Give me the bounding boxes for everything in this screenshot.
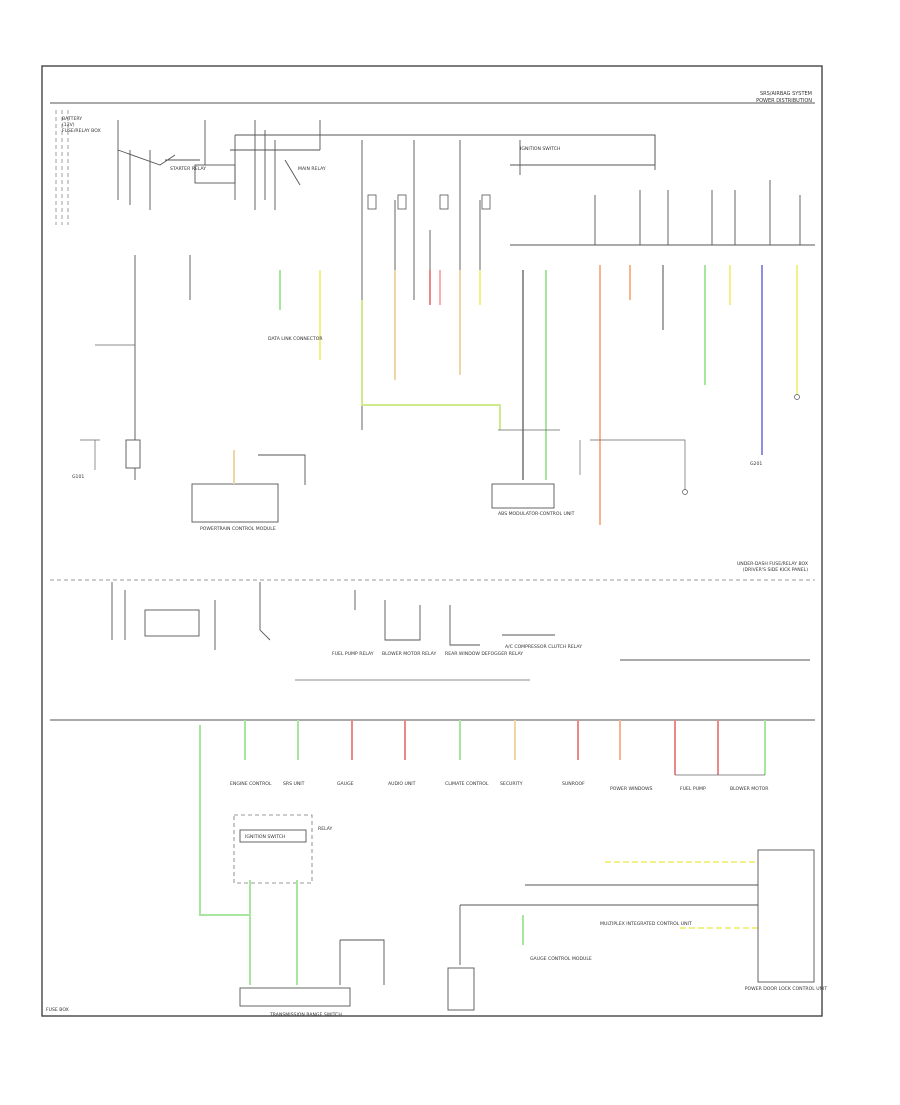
label-gauge: GAUGE [337, 781, 354, 787]
left-ground-label: G101 [72, 474, 84, 480]
relay-box-left [144, 609, 200, 637]
middle-relays: FUEL PUMP RELAY BLOWER MOTOR RELAY REAR … [111, 582, 810, 661]
abs-module: ABS MODULATOR-CONTROL UNIT [491, 429, 575, 517]
battery-voltage: (12V) [62, 122, 75, 128]
center-colored-wires [279, 270, 547, 480]
pcm-label: POWERTRAIN CONTROL MODULE [200, 526, 276, 532]
battery-label: BATTERY [62, 116, 82, 122]
battery-block: BATTERY (12V) FUSE/RELAY BOX [55, 110, 101, 225]
pcm-box [191, 483, 279, 523]
abs-box [491, 483, 555, 509]
title-line-2: POWER DISTRIBUTION [756, 98, 812, 104]
label-audio: AUDIO UNIT [388, 781, 416, 787]
label-security: SECURITY [500, 781, 523, 787]
label-fuel-pump: FUEL PUMP [680, 786, 706, 792]
left-column: G101 [72, 255, 191, 480]
right-ground-label: G201 [750, 461, 762, 467]
starter-relay-label: STARTER RELAY [170, 166, 206, 172]
ignition-relay-box [233, 814, 313, 884]
small-right-box [447, 967, 475, 1011]
label-climate: CLIMATE CONTROL [445, 781, 489, 787]
battery-fusebox: FUSE/RELAY BOX [62, 128, 101, 134]
title-line-1: SRS/AIRBAG SYSTEM [760, 91, 812, 97]
main-relay-label: MAIN RELAY [298, 166, 326, 172]
lower-fuse-row [50, 679, 815, 721]
pdl-control-unit [757, 849, 815, 983]
left-relay [125, 439, 141, 469]
label-blower: BLOWER MOTOR [730, 786, 769, 792]
dlc-label: DATA LINK CONNECTOR [268, 336, 323, 342]
diagram-title: SRS/AIRBAG SYSTEM POWER DISTRIBUTION [756, 91, 812, 104]
ignition-relay-label-1: IGNITION SWITCH [245, 834, 285, 840]
blower-relay-label: BLOWER MOTOR RELAY [382, 651, 436, 657]
fuel-pump-relay-label: FUEL PUMP RELAY [332, 651, 374, 657]
label-srs: SRS UNIT [283, 781, 305, 787]
right-bottom-area: POWER DOOR LOCK CONTROL UNIT GAUGE CONTR… [447, 849, 828, 1011]
label-power-windows: POWER WINDOWS [610, 786, 653, 792]
lower-colored-wires [199, 720, 766, 916]
ac-relay-label: A/C COMPRESSOR CLUTCH RELAY [505, 644, 582, 650]
right-section-label-1: UNDER-DASH FUSE/RELAY BOX [737, 561, 808, 567]
trs-label: TRANSMISSION RANGE SWITCH [269, 1012, 342, 1018]
multiplex-label: MULTIPLEX INTEGRATED CONTROL UNIT [600, 921, 692, 927]
label-engine-control: ENGINE CONTROL [230, 781, 272, 787]
defogger-relay-label: REAR WINDOW DEFOGGER RELAY [445, 651, 523, 657]
gauge-module-label: GAUGE CONTROL MODULE [530, 956, 592, 962]
bottom-row-labels: ENGINE CONTROL SRS UNIT GAUGE AUDIO UNIT… [230, 781, 769, 792]
pdl-label: POWER DOOR LOCK CONTROL UNIT [745, 986, 828, 992]
ignition-relay-block: IGNITION SWITCH RELAY [233, 814, 385, 985]
label-sunroof: SUNROOF [562, 781, 585, 787]
fuse-box-tag: FUSE BOX [46, 1007, 69, 1013]
pcm-module: POWERTRAIN CONTROL MODULE [191, 450, 306, 532]
outer-border [41, 65, 823, 1017]
ignition-switch-label: IGNITION SWITCH [520, 146, 560, 152]
right-section-label-2: (DRIVER'S SIDE KICK PANEL) [743, 567, 808, 573]
right-fuse-feeds [510, 135, 815, 525]
transmission-range-switch: TRANSMISSION RANGE SWITCH [239, 987, 351, 1018]
ignition-relay-label-2: RELAY [318, 826, 333, 832]
trs-box [239, 987, 351, 1007]
abs-label: ABS MODULATOR-CONTROL UNIT [498, 511, 575, 517]
